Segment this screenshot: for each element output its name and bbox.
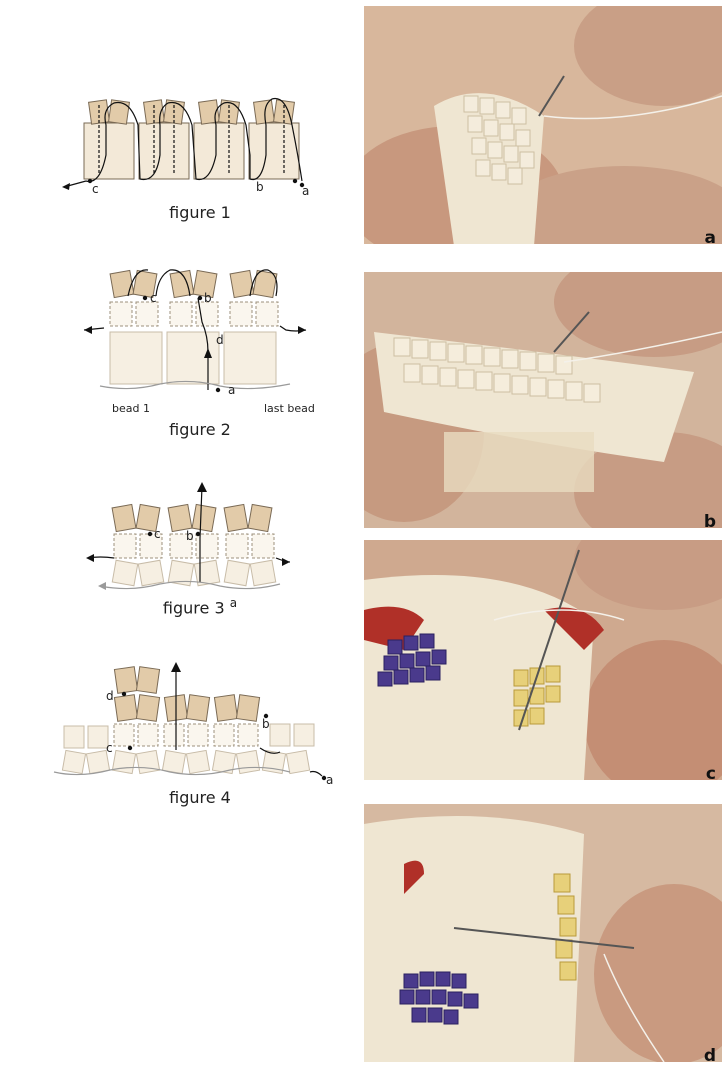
figure-3: c b figure 3 a — [40, 478, 360, 618]
figure-4-label-b: b — [262, 717, 270, 731]
figure-1-caption: figure 1 — [169, 203, 231, 222]
photo-c: c — [364, 540, 722, 780]
figure-3-label-a: a — [229, 596, 238, 610]
figure-3-diagram: c b — [86, 482, 291, 590]
figure-4-label-a: a — [326, 773, 333, 787]
figure-3-caption-text: figure 3 — [162, 598, 225, 618]
figure-1-label-a: a — [302, 184, 309, 198]
figure-1-label-c: c — [92, 182, 99, 196]
figure-2-diagram: c b d a bead 1 last bead — [83, 269, 315, 415]
figure-4-label-c: c — [106, 741, 113, 755]
figure-3-label-c: c — [154, 527, 161, 541]
figure-2: c b d a bead 1 last bead figure 2 — [40, 262, 360, 442]
figure-4-diagram: d c b a — [53, 662, 333, 787]
figure-1-label-b: b — [256, 180, 264, 194]
figure-4: d c b a figure 4 — [40, 660, 360, 810]
figure-2-label-last-bead: last bead — [264, 402, 315, 415]
figure-2-label-bead1: bead 1 — [112, 402, 150, 415]
photo-b: b — [364, 272, 722, 528]
figure-2-label-d: d — [216, 333, 224, 347]
figure-4-caption: figure 4 — [169, 788, 231, 807]
photo-d-image — [364, 804, 722, 1062]
figure-1: c b a figure 1 — [40, 95, 360, 230]
figure-4-label-d: d — [106, 689, 114, 703]
photo-a: a — [364, 6, 722, 244]
figure-2-caption: figure 2 — [169, 420, 231, 439]
photo-c-image — [364, 540, 722, 780]
figure-1-diagram: c b a — [62, 97, 309, 198]
photo-b-image — [364, 272, 722, 528]
figure-3-label-b: b — [186, 529, 194, 543]
figure-2-label-a: a — [228, 383, 235, 397]
figure-3-caption: figure 3 a — [40, 596, 360, 617]
figure-2-label-b: b — [204, 291, 212, 305]
photo-d-letter: d — [703, 1046, 716, 1062]
photo-c-letter: c — [705, 764, 716, 780]
photo-a-letter: a — [704, 228, 716, 244]
photo-b-letter: b — [703, 512, 716, 528]
figure-2-label-c: c — [150, 291, 157, 305]
photo-a-image — [364, 6, 722, 244]
photo-d: d — [364, 804, 722, 1062]
